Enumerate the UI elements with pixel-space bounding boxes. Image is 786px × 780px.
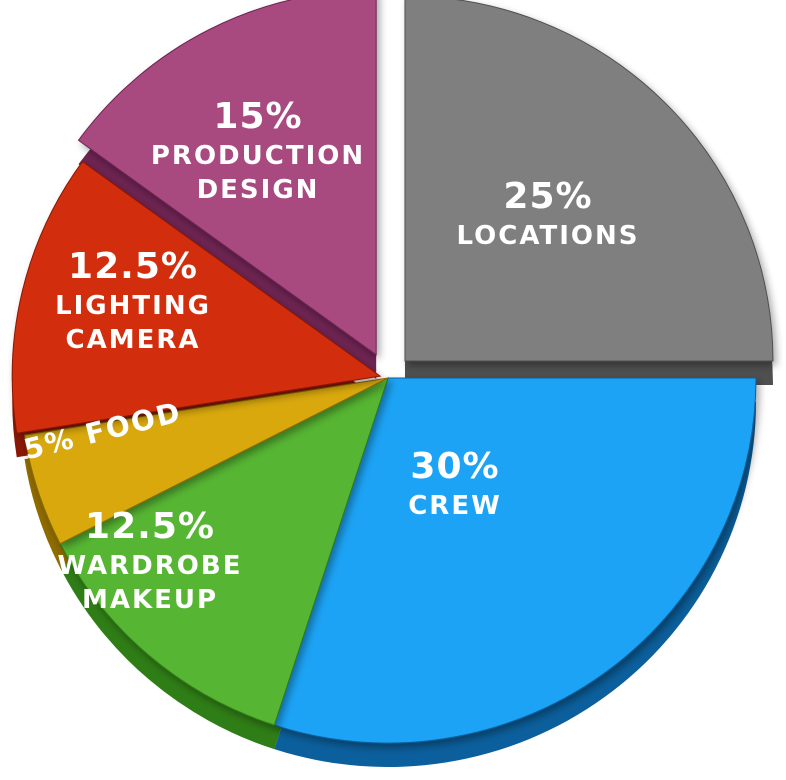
slice-percent-0: 25% <box>503 176 592 217</box>
slice-percent-1: 30% <box>410 446 499 487</box>
slice-name-0-0: LOCATIONS <box>457 221 640 251</box>
pie-slice-0 <box>404 0 774 362</box>
pie-slice-2 <box>59 377 389 726</box>
slice-name-5-0: PRODUCTION <box>151 141 365 171</box>
slice-percent-4: 12.5% <box>68 246 198 287</box>
slice-percent-2: 12.5% <box>85 506 215 547</box>
slice-name-4-0: LIGHTING <box>55 291 211 321</box>
pie-slice-3 <box>23 377 389 545</box>
slice-percent-5: 15% <box>213 96 302 137</box>
slice-name-2-1: MAKEUP <box>82 585 218 615</box>
slice-name-2-0: WARDROBE <box>58 551 243 581</box>
pie-slice-5 <box>77 0 377 356</box>
slice-name-1-0: CREW <box>408 491 502 521</box>
pie-slice-4 <box>11 160 382 434</box>
slice-name-5-1: DESIGN <box>197 175 320 205</box>
slice-name-4-1: CAMERA <box>66 325 201 355</box>
pie-slice-1 <box>273 377 757 744</box>
